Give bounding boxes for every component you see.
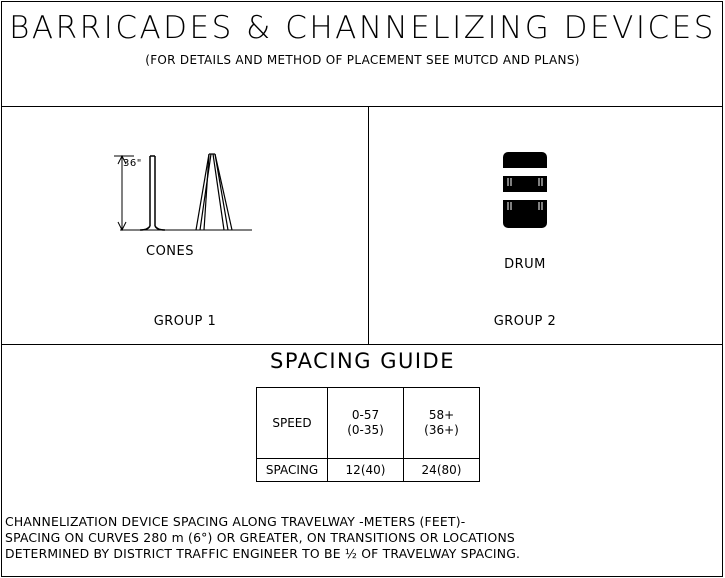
cone-front-view (195, 153, 233, 231)
spacing-low: 12(40) (327, 458, 404, 482)
speed-range-low-metric: 0-57 (351, 408, 380, 422)
group2-label: GROUP 2 (493, 314, 557, 329)
table-row: SPEED 0-57 (0-35) 58+ (36+) (256, 387, 480, 459)
cones-drawing (114, 153, 252, 232)
divider-groups (2, 344, 722, 345)
table-row: SPACING 12(40) 24(80) (256, 458, 480, 482)
dimension-label: 36" (123, 158, 142, 169)
dimension-marker (114, 154, 134, 232)
divider-group-split (368, 106, 369, 344)
spacing-guide-title: SPACING GUIDE (270, 349, 455, 373)
speed-header: SPEED (256, 387, 328, 459)
cone-side-view (139, 155, 166, 231)
divider-title (2, 106, 722, 107)
sheet-title: BARRICADES & CHANNELIZING DEVICES (9, 10, 716, 46)
group1-label: GROUP 1 (153, 314, 217, 329)
speed-range-high: 58+ (36+) (403, 387, 480, 459)
spacing-high: 24(80) (403, 458, 480, 482)
speed-range-high-metric: 58+ (428, 408, 455, 422)
drum-drawing (503, 152, 547, 228)
note-line: SPACING ON CURVES 280 m (6°) OR GREATER,… (5, 530, 515, 545)
cones-label: CONES (146, 244, 194, 259)
speed-range-low: 0-57 (0-35) (327, 387, 404, 459)
speed-range-high-imperial: (36+) (424, 423, 459, 437)
spacing-guide-table: SPEED 0-57 (0-35) 58+ (36+) SPACING 12(4… (256, 387, 480, 482)
sheet-subtitle: (FOR DETAILS AND METHOD OF PLACEMENT SEE… (145, 53, 580, 67)
spacing-notes: CHANNELIZATION DEVICE SPACING ALONG TRAV… (5, 514, 520, 562)
note-line: CHANNELIZATION DEVICE SPACING ALONG TRAV… (5, 514, 466, 529)
note-line: DETERMINED BY DISTRICT TRAFFIC ENGINEER … (5, 546, 521, 561)
spacing-header: SPACING (256, 458, 328, 482)
drum-label: DRUM (504, 257, 546, 272)
speed-range-low-imperial: (0-35) (347, 423, 384, 437)
